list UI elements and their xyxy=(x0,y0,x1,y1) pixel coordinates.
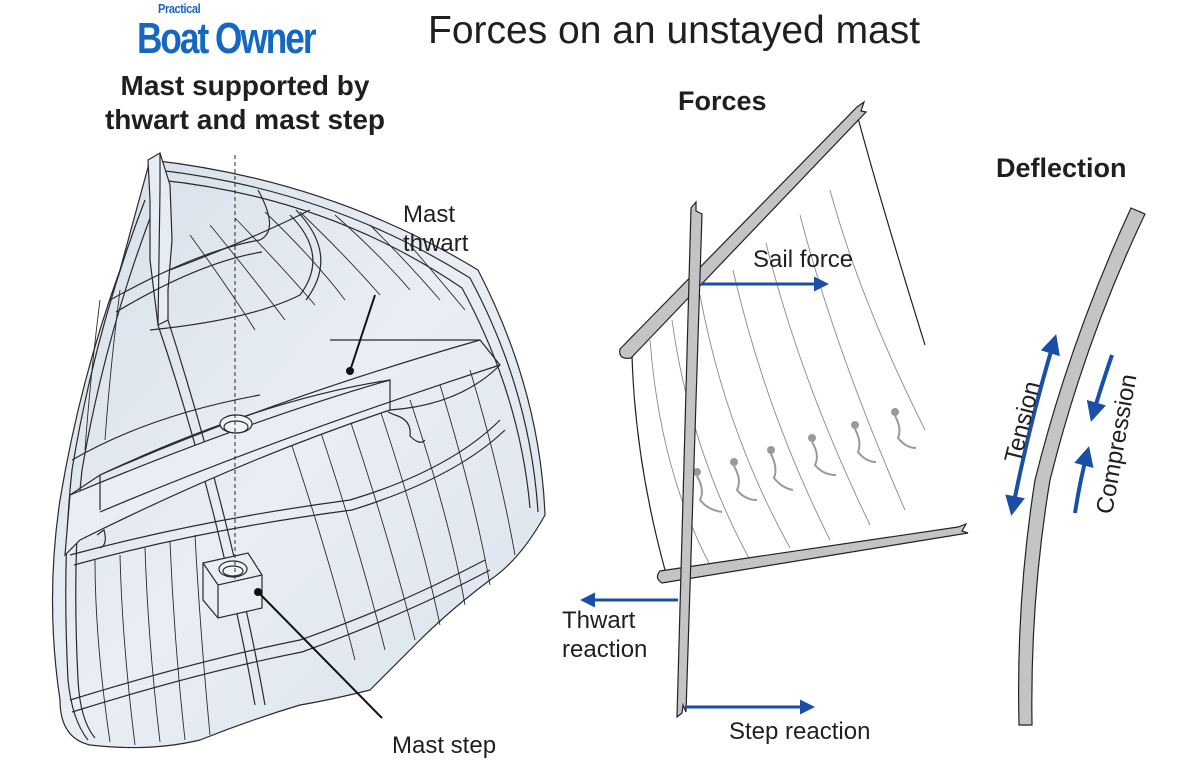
tension-label: Tension xyxy=(1000,379,1046,466)
left-title-line2: thwart and mast step xyxy=(104,104,386,135)
mast-thwart xyxy=(64,379,391,557)
thwart-reaction-label-line2: reaction xyxy=(562,636,648,663)
mast-thwart-label: Mast thwart xyxy=(403,200,468,258)
compression-arrow-down xyxy=(1086,354,1114,422)
tension-arrow xyxy=(1005,334,1060,516)
thwart-knee xyxy=(387,411,426,443)
sail-rig-illustration xyxy=(619,100,969,719)
thwart-knee xyxy=(96,529,106,549)
mast-thwart-dot xyxy=(346,367,354,375)
planking-lines xyxy=(84,211,516,746)
mast-spar xyxy=(676,200,703,719)
left-title-line1: Mast supported by xyxy=(120,70,370,101)
left-panel-title: Mast supported by thwart and mast step xyxy=(85,69,405,137)
frame-arc xyxy=(73,429,506,566)
frame-curve xyxy=(149,214,314,331)
stem-post xyxy=(147,152,173,326)
frame-curve xyxy=(71,394,261,461)
mast-thwart-label-line1: Mast xyxy=(403,201,456,228)
force-arrows xyxy=(580,276,829,715)
yard-spar xyxy=(619,100,868,359)
boom-spar xyxy=(656,522,969,584)
deflection-panel-title: Deflection xyxy=(996,153,1127,183)
thwart-mast-hole-inner xyxy=(223,420,249,434)
forces-panel-title: Forces xyxy=(678,86,767,116)
gunwale-line xyxy=(157,169,539,513)
frame-arc xyxy=(69,559,486,701)
mast-step-label: Mast step xyxy=(392,732,497,759)
page-title: Forces on an unstayed mast xyxy=(428,9,921,52)
mast-step-dot xyxy=(254,588,262,596)
mast-thwart-leader xyxy=(349,294,376,372)
mast-step-hole xyxy=(218,560,248,578)
frame-curve xyxy=(115,251,263,313)
gunwale-line xyxy=(159,179,531,509)
mast-step-hole-inner xyxy=(222,565,244,577)
logo-boat-owner: Boat Owner xyxy=(137,14,317,63)
stem-post-edge xyxy=(157,153,161,326)
thwart-reaction-label: Thwart reaction xyxy=(562,606,647,664)
keel-line xyxy=(157,324,256,706)
hull-outline xyxy=(51,159,546,749)
sail-seams xyxy=(649,189,926,566)
leader-lines xyxy=(254,294,383,719)
mast-thwart-edge xyxy=(99,364,501,513)
frame-curve xyxy=(169,209,311,271)
mast-thwart-edge xyxy=(99,339,481,476)
mast-step-leader xyxy=(257,591,383,719)
step-reaction-label: Step reaction xyxy=(729,718,871,745)
frame-arc xyxy=(71,569,491,713)
compression-arrow-up xyxy=(1073,446,1094,514)
sail-luff xyxy=(631,354,666,571)
sail-force-label: Sail force xyxy=(753,246,854,273)
thwart-reaction-label-line1: Thwart xyxy=(562,607,636,634)
frame-curve xyxy=(109,189,271,301)
boat-hull-illustration xyxy=(51,152,546,749)
deflection-illustration xyxy=(1005,207,1146,726)
logo-practical: Practical xyxy=(158,1,201,16)
sail-leech xyxy=(857,117,926,346)
telltales xyxy=(693,408,917,513)
frame-curve xyxy=(295,209,322,301)
mast-thwart-label-line2: thwart xyxy=(403,230,469,257)
